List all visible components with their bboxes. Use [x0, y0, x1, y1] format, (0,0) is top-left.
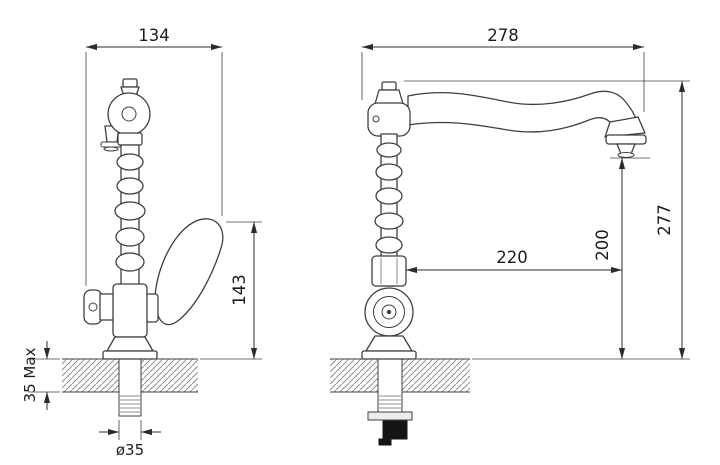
mounting-nut [382, 420, 408, 440]
countertop-hatch-left-side [330, 359, 378, 392]
spout-loop-inner [121, 106, 137, 122]
column-joint [371, 255, 407, 287]
mounting-hardware-side [367, 358, 413, 446]
faucet-front [83, 78, 224, 360]
dimension-overall-height: 277 [404, 80, 690, 360]
aerator-front [103, 146, 119, 152]
side-cap-neck [99, 293, 115, 321]
valve-center [386, 309, 392, 315]
column-rings-side [374, 142, 404, 254]
dim-label-front-width: 134 [138, 26, 170, 45]
dim-label-spout-reach: 220 [496, 248, 528, 267]
dimension-spout-reach: 220 [406, 248, 622, 274]
dimension-outlet-height: 200 [593, 157, 650, 359]
dim-label-overall-height: 277 [655, 204, 674, 236]
dimension-side-width: 278 [361, 26, 645, 112]
base-flange-side [361, 350, 417, 360]
dimension-hole-diameter: ø35 [99, 420, 161, 459]
base-cone-front [106, 336, 154, 352]
side-cap-screw [88, 302, 98, 312]
dimension-counter-thickness: 35 Max [21, 341, 60, 410]
column-rings-front [114, 153, 146, 272]
dim-label-front-height: 143 [230, 274, 249, 306]
mounting-bracket [367, 411, 413, 421]
finial-cap-front [122, 78, 138, 88]
dim-label-hole-diameter: ø35 [116, 441, 144, 459]
shank-side [377, 358, 403, 417]
spout-tube-side [407, 90, 637, 133]
handle-lever [154, 218, 224, 326]
shank-threads-side [379, 395, 401, 413]
aerator-side [617, 152, 635, 158]
handle-pivot [145, 293, 159, 323]
finial-base-side [374, 89, 404, 105]
spout-bell [604, 116, 646, 138]
shank-body [118, 358, 142, 417]
front-view: 134 143 35 Max ø35 [21, 26, 262, 459]
housing-screw [372, 115, 380, 123]
base-cone-side [365, 335, 413, 352]
base-flange-front [102, 350, 158, 360]
dim-label-outlet-height: 200 [593, 229, 612, 261]
countertop-side [330, 358, 470, 393]
dimension-front-height: 143 [200, 221, 262, 360]
shank-threads [120, 395, 140, 413]
spout-bell-rim [605, 134, 647, 145]
valve-body-front [112, 283, 148, 338]
spout-collar [117, 132, 143, 146]
countertop-hatch-right [141, 359, 198, 392]
countertop-hatch-left [62, 359, 119, 392]
dim-label-side-width: 278 [487, 26, 519, 45]
side-view: 278 220 200 277 [330, 26, 690, 446]
dimension-front-width: 134 [85, 26, 223, 286]
shank-front [118, 358, 142, 417]
countertop-hatch-right-side [402, 359, 470, 392]
dim-label-counter-max: 35 Max [21, 347, 39, 402]
mounting-stud [378, 438, 392, 446]
finial-cap-side [381, 81, 397, 91]
faucet-side [361, 81, 647, 360]
